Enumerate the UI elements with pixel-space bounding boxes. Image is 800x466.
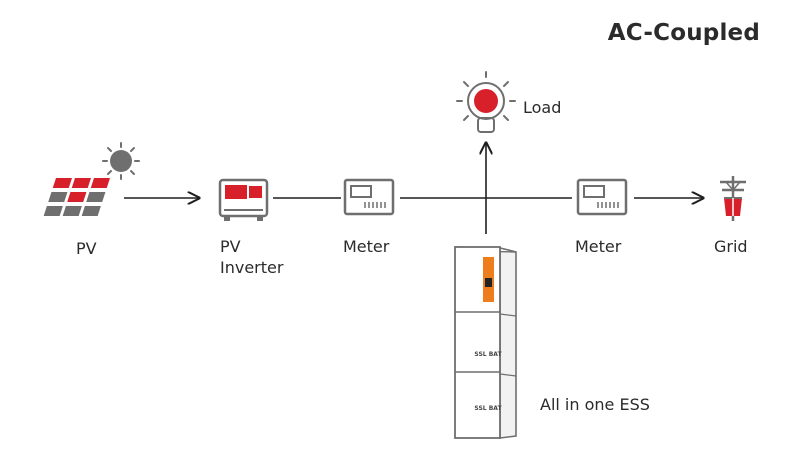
diagram-title: AC-Coupled xyxy=(607,20,760,46)
sun-icon xyxy=(102,142,140,180)
ess-label: All in one ESS xyxy=(540,395,650,414)
meter-icon-left xyxy=(343,178,395,216)
ess-battery-icon xyxy=(454,246,517,439)
pv-inverter-label-line2: Inverter xyxy=(220,258,284,277)
connection-lines xyxy=(124,143,703,234)
ess-brand-label-1: SSL BAT xyxy=(474,351,502,358)
grid-label: Grid xyxy=(714,237,748,256)
bulb-icon xyxy=(456,71,516,133)
load-label: Load xyxy=(523,98,562,117)
grid-tower-icon xyxy=(720,176,746,221)
ess-brand-label-2: SSL BAT xyxy=(474,405,502,412)
inverter-icon xyxy=(218,178,269,221)
pv-inverter-label-line1: PV xyxy=(220,237,241,256)
meter-icon-right xyxy=(576,178,628,216)
meter-left-label: Meter xyxy=(343,237,390,256)
solar-panel-icon xyxy=(43,178,110,216)
meter-right-label: Meter xyxy=(575,237,622,256)
pv-label: PV xyxy=(76,239,97,258)
